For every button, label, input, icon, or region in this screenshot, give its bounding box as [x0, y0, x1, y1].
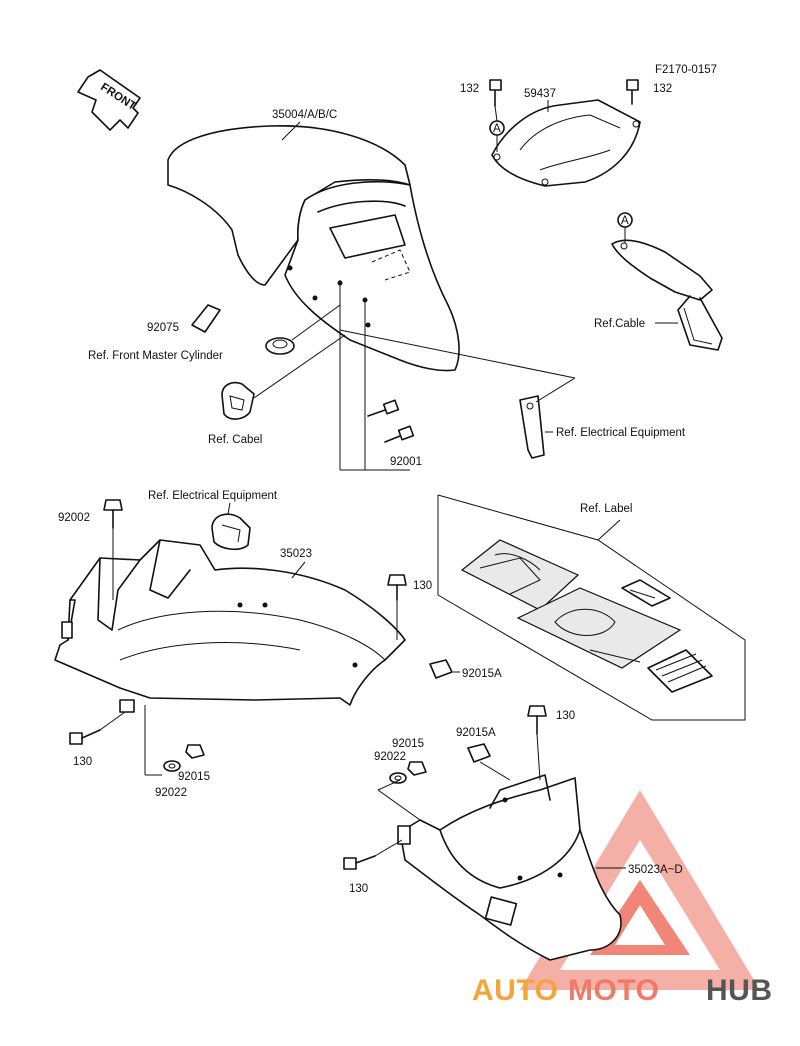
- nut-92015a-b-icon: [467, 743, 491, 763]
- watermark-text: AUTO MOTO HUB: [472, 974, 773, 1007]
- label-59437: 59437: [524, 88, 556, 100]
- bolt-130-b-icon: [69, 729, 101, 745]
- figure-code: F2170-0157: [655, 64, 717, 76]
- label-130-c: 130: [556, 710, 575, 722]
- electrical-clip-icon: [211, 513, 251, 551]
- label-35023: 35023: [280, 548, 312, 560]
- label-130-d: 130: [349, 883, 368, 895]
- bolt-92002-icon: [103, 499, 123, 529]
- decal-small-icon: [621, 579, 671, 607]
- decal-grid-icon: [647, 649, 713, 693]
- label-130-a: 130: [413, 580, 432, 592]
- pad-92075-icon: [191, 304, 221, 333]
- label-92015a-a: 92015A: [462, 668, 502, 680]
- bolt-132-right-icon: [626, 79, 639, 105]
- cover-59437-drawing: [491, 99, 641, 187]
- front-fender-drawing: [167, 125, 460, 372]
- label-circle-a-mid: A: [621, 215, 629, 227]
- label-front-fender: 35004/A/B/C: [272, 109, 337, 121]
- label-circle-a-top: A: [493, 123, 501, 135]
- label-ref-label: Ref. Label: [580, 503, 632, 515]
- label-92002: 92002: [58, 512, 90, 524]
- watermark-text-auto: AUTO: [472, 974, 558, 1007]
- bolt-130-a-icon: [387, 574, 407, 601]
- label-132-left: 132: [460, 83, 479, 95]
- label-92075: 92075: [147, 322, 179, 334]
- front-arrow-icon: FRONT: [77, 69, 141, 131]
- washer-92022-b-icon: [389, 772, 407, 784]
- label-ref-front-master-cylinder: Ref. Front Master Cylinder: [88, 350, 223, 362]
- grommet-master-cylinder-icon: [265, 337, 295, 355]
- label-ref-electrical-equipment-1: Ref. Electrical Equipment: [556, 427, 686, 439]
- label-group-outline: [437, 494, 746, 721]
- label-92001: 92001: [390, 456, 422, 468]
- bolt-92001-upper-icon: [367, 399, 400, 417]
- label-92022-b: 92022: [374, 751, 406, 763]
- label-92022-a: 92022: [155, 787, 187, 799]
- nut-92015-a-icon: [185, 744, 205, 759]
- label-ref-electrical-equipment-2: Ref. Electrical Equipment: [148, 490, 278, 502]
- electrical-strip-icon: [519, 395, 545, 459]
- cable-bracket-drawing: [611, 239, 723, 351]
- watermark-text-moto: MOTO: [568, 974, 659, 1007]
- bolt-132-left-icon: [489, 79, 502, 107]
- nut-92015a-a-icon: [429, 659, 453, 679]
- label-92015-a: 92015: [178, 771, 210, 783]
- bolt-130-c-icon: [527, 705, 547, 735]
- label-130-b: 130: [73, 756, 92, 768]
- label-35023a-d: 35023A~D: [628, 864, 683, 876]
- nut-92015-b-icon: [407, 761, 427, 776]
- label-92015a-b: 92015A: [456, 727, 496, 739]
- washer-92022-a-icon: [163, 760, 181, 772]
- bolt-92001-lower-icon: [384, 425, 415, 443]
- rear-fender-drawing: [54, 539, 406, 713]
- decal-sheet-2-icon: [516, 587, 682, 669]
- decal-sheet-1-icon: [460, 539, 580, 611]
- label-ref-cable: Ref.Cable: [594, 318, 645, 330]
- rear-fender-lower-drawing: [397, 774, 622, 961]
- cable-guide-icon: [221, 381, 255, 420]
- watermark-text-hub: HUB: [706, 974, 773, 1007]
- label-ref-cabel: Ref. Cabel: [208, 434, 262, 446]
- label-92015-b: 92015: [392, 738, 424, 750]
- bolt-130-d-icon: [343, 855, 376, 870]
- label-132-right: 132: [653, 83, 672, 95]
